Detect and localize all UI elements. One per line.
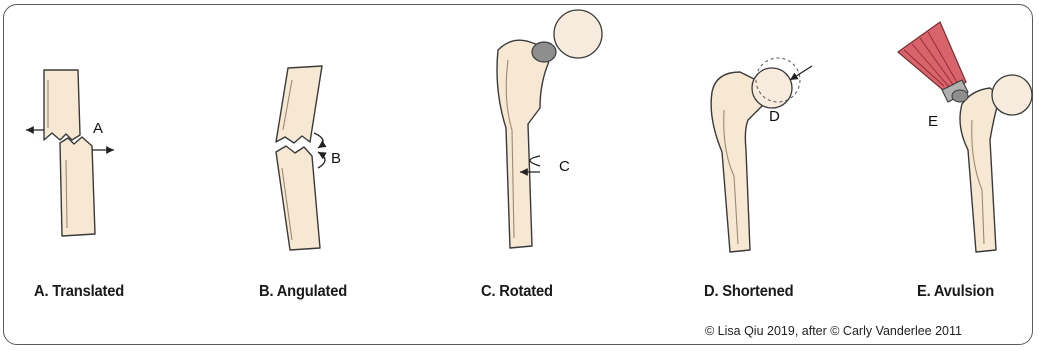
panel-b-angulated-bone: B — [276, 66, 341, 250]
panel-d-shortened-femur: D — [711, 58, 812, 252]
caption-avulsion: E. Avulsion — [917, 283, 994, 301]
panel-c-rotated-femur: C — [497, 10, 602, 248]
panel-a-translated-bone: A — [26, 70, 114, 236]
marker-c: C — [559, 158, 570, 175]
marker-d: D — [769, 108, 780, 125]
caption-angulated: B. Angulated — [259, 283, 347, 301]
marker-e: E — [928, 113, 938, 130]
panel-e-avulsion-femur: E — [898, 22, 1032, 252]
marker-b: B — [331, 150, 341, 167]
caption-rotated: C. Rotated — [481, 283, 553, 301]
copyright-credit: © Lisa Qiu 2019, after © Carly Vanderlee… — [705, 324, 962, 338]
caption-translated: A. Translated — [34, 283, 124, 301]
marker-a: A — [93, 120, 103, 137]
caption-shortened: D. Shortened — [704, 283, 793, 301]
